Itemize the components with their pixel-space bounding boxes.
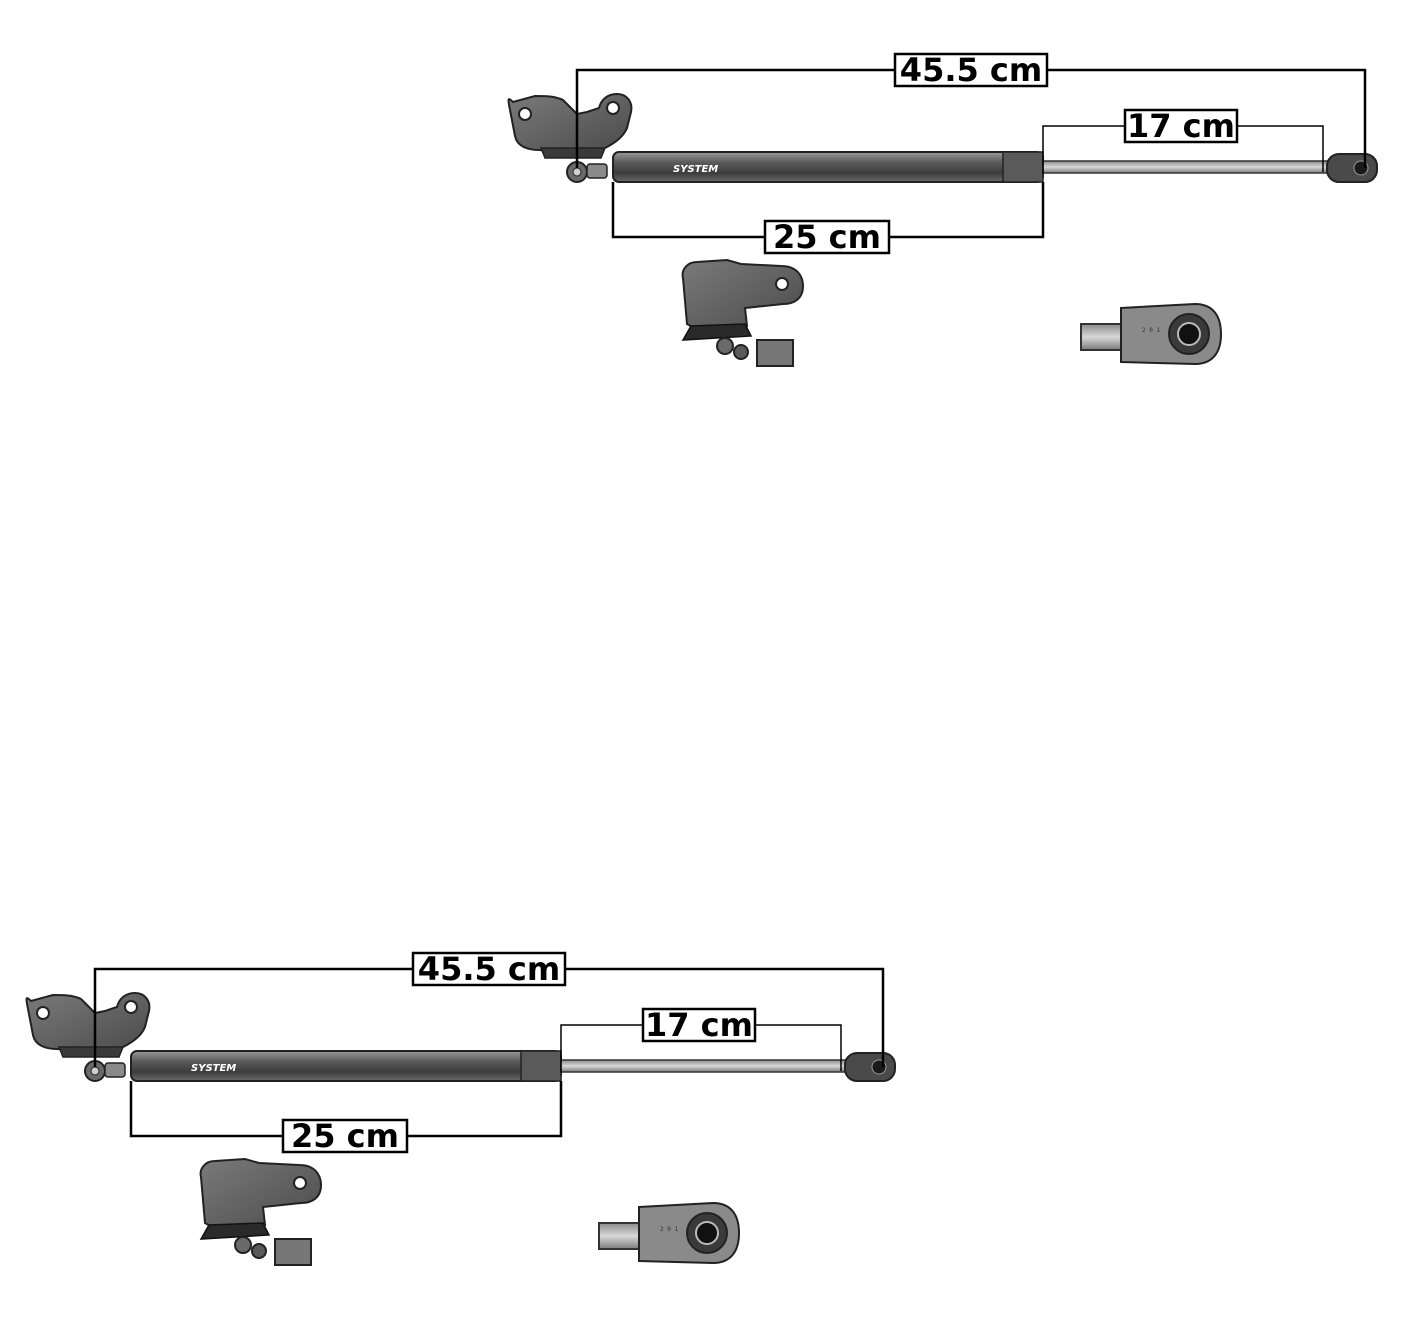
gas-strut-icon	[25, 951, 897, 1267]
body-length-label: 25 cm	[773, 218, 881, 256]
brand-mark: SYSTEM	[191, 1063, 236, 1074]
brand-mark: SYSTEM	[673, 164, 718, 175]
gas-strut-icon	[507, 52, 1379, 368]
total-length-label: 45.5 cm	[418, 950, 560, 988]
rod-length-label: 17 cm	[645, 1006, 753, 1044]
body-length-label: 25 cm	[291, 1117, 399, 1155]
strut-assembly-bottom: SYSTEM 45.5 cm 17 cm 25 cm	[25, 950, 897, 1267]
total-length-label: 45.5 cm	[900, 51, 1042, 89]
strut-assembly-top: SYSTEM 45.5 cm 17 cm 25 cm	[507, 51, 1379, 368]
rod-length-label: 17 cm	[1127, 107, 1235, 145]
